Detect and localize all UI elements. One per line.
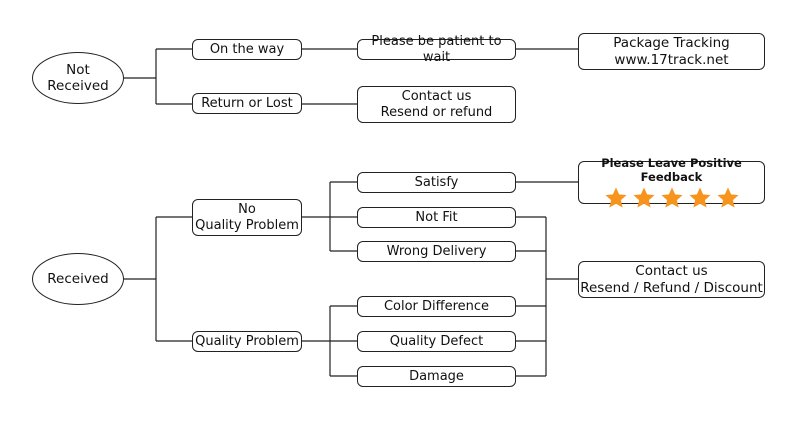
no-quality-line2: Quality Problem [195,217,299,233]
package-tracking-line1: Package Tracking [613,34,730,51]
package-tracking-node: Package Tracking www.17track.net [578,33,765,70]
not-fit-label: Not Fit [415,209,458,225]
star-icon [661,187,682,207]
star-icon [689,187,710,207]
on-the-way-label: On the way [209,41,285,57]
contact-bottom-line1: Contact us [635,262,708,279]
satisfy-label: Satisfy [414,174,459,190]
be-patient-label: Please be patient to wait [371,33,502,65]
no-quality-line1: No [238,201,256,217]
positive-feedback-node: Please Leave Positive Feedback [578,156,765,207]
be-patient-node: Please be patient to wait [357,34,516,65]
quality-problem-node: Quality Problem [192,331,302,352]
quality-problem-label: Quality Problem [195,333,299,349]
wrong-delivery-node: Wrong Delivery [357,241,516,262]
return-or-lost-node: Return or Lost [192,93,302,114]
not-received-node: Not Received [32,52,124,104]
quality-defect-label: Quality Defect [389,333,484,349]
wrong-delivery-label: Wrong Delivery [386,243,487,259]
contact-resend-refund-node: Contact us Resend or refund [357,86,516,123]
contact-resend-refund-discount-node: Contact us Resend / Refund / Discount [578,261,765,298]
no-quality-problem-node: No Quality Problem [192,199,302,236]
contact-bottom-line2: Resend / Refund / Discount [580,279,763,296]
not-received-line1: Not [66,62,90,78]
star-icon [717,187,738,207]
damage-node: Damage [357,366,516,387]
received-label: Received [47,271,109,287]
received-node: Received [32,253,124,305]
contact-top-line1: Contact us [401,88,472,104]
not-received-line2: Received [47,78,109,94]
not-fit-node: Not Fit [357,207,516,228]
package-tracking-line2: www.17track.net [614,51,729,68]
feedback-stars [604,186,740,210]
damage-label: Damage [409,368,464,384]
quality-defect-node: Quality Defect [357,331,516,352]
on-the-way-node: On the way [192,39,302,60]
return-or-lost-label: Return or Lost [201,95,293,111]
satisfy-node: Satisfy [357,172,516,193]
feedback-title: Please Leave Positive Feedback [601,155,742,184]
color-difference-label: Color Difference [383,298,490,314]
star-icon [605,187,626,207]
star-icon [633,187,654,207]
color-difference-node: Color Difference [357,296,516,317]
contact-top-line2: Resend or refund [380,104,493,120]
